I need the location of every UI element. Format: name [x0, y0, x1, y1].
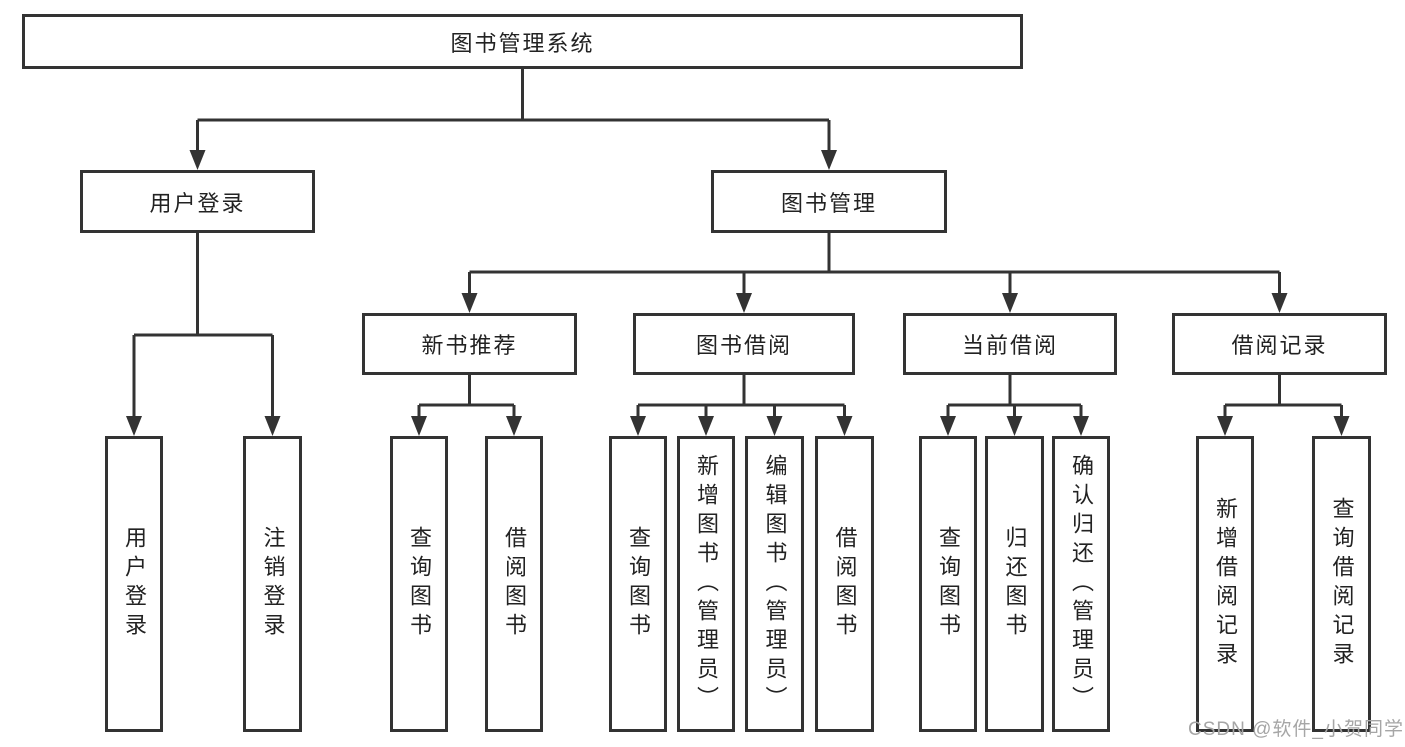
edge-user-login-to-leaves [126, 233, 281, 436]
arrowhead-down [1002, 293, 1018, 313]
node-label: 查询图书 [407, 526, 432, 642]
leaf-logout: 注销登录 [243, 436, 302, 732]
leaf-query-books-borrow: 查询图书 [609, 436, 667, 732]
node-label: 注销登录 [260, 526, 286, 642]
node-label: 当前借阅 [961, 333, 1058, 358]
arrowhead-down [506, 416, 522, 436]
node-label: 借阅记录 [1231, 333, 1328, 358]
leaf-add-book-admin: 新增图书（管理员） [677, 436, 735, 732]
leaf-borrow-books-recommend: 借阅图书 [485, 436, 543, 732]
arrowhead-down [264, 416, 281, 436]
leaf-borrow-books: 借阅图书 [815, 436, 874, 732]
node-label: 新增图书（管理员） [694, 453, 719, 715]
node-label: 图书借阅 [695, 333, 792, 358]
node-label: 新书推荐 [421, 333, 518, 358]
arrowhead-down [821, 150, 837, 170]
leaf-query-borrow-record: 查询借阅记录 [1312, 436, 1371, 732]
edge-new-book-to-leaves [411, 375, 522, 436]
node-label: 用户登录 [149, 190, 246, 216]
edge-book-management-to-level3 [461, 233, 1288, 313]
leaf-query-books-current: 查询图书 [919, 436, 977, 732]
leaf-user-login: 用户登录 [105, 436, 163, 732]
node-label: 用户登录 [122, 526, 147, 642]
arrowhead-down [1271, 293, 1288, 313]
edge-borrow-records-to-leaves [1217, 375, 1350, 436]
node-current-borrow: 当前借阅 [903, 313, 1117, 375]
arrowhead-down [766, 416, 783, 436]
leaf-add-borrow-record: 新增借阅记录 [1196, 436, 1254, 732]
leaf-return-book: 归还图书 [985, 436, 1044, 732]
arrowhead-down [1217, 416, 1233, 436]
leaf-query-books-recommend: 查询图书 [390, 436, 448, 732]
arrowhead-down [461, 293, 478, 313]
arrowhead-down [698, 416, 714, 436]
node-book-borrow: 图书借阅 [633, 313, 855, 375]
node-label: 编辑图书（管理员） [762, 453, 788, 715]
arrowhead-down [1333, 416, 1350, 436]
node-label: 借阅图书 [502, 526, 527, 642]
node-user-login: 用户登录 [80, 170, 315, 233]
leaf-edit-book-admin: 编辑图书（管理员） [745, 436, 804, 732]
edge-book-borrow-to-leaves [630, 375, 853, 436]
arrowhead-down [736, 293, 752, 313]
node-new-book-recommend: 新书推荐 [362, 313, 577, 375]
node-label: 查询图书 [936, 526, 961, 642]
node-root-system: 图书管理系统 [22, 14, 1023, 69]
node-borrow-records: 借阅记录 [1172, 313, 1387, 375]
node-label: 新增借阅记录 [1213, 497, 1238, 671]
node-label: 查询借阅记录 [1329, 497, 1355, 671]
node-book-management: 图书管理 [711, 170, 947, 233]
arrowhead-down [189, 150, 206, 170]
arrowhead-down [411, 416, 427, 436]
arrowhead-down [126, 416, 142, 436]
arrowhead-down [1006, 416, 1023, 436]
watermark: CSDN @软件_小贺同学 [1188, 719, 1404, 740]
arrowhead-down [836, 416, 853, 436]
node-label: 确认归还（管理员） [1069, 453, 1094, 715]
leaf-confirm-return-admin: 确认归还（管理员） [1052, 436, 1110, 732]
edge-root-to-level2 [189, 69, 837, 170]
node-label: 图书管理 [780, 190, 877, 216]
arrowhead-down [940, 416, 956, 436]
arrowhead-down [630, 416, 646, 436]
node-label: 查询图书 [626, 526, 651, 642]
node-label: 图书管理系统 [450, 30, 595, 56]
edge-current-borrow-to-leaves [940, 375, 1089, 436]
node-label: 借阅图书 [832, 526, 858, 642]
node-label: 归还图书 [1002, 526, 1028, 642]
arrowhead-down [1073, 416, 1089, 436]
